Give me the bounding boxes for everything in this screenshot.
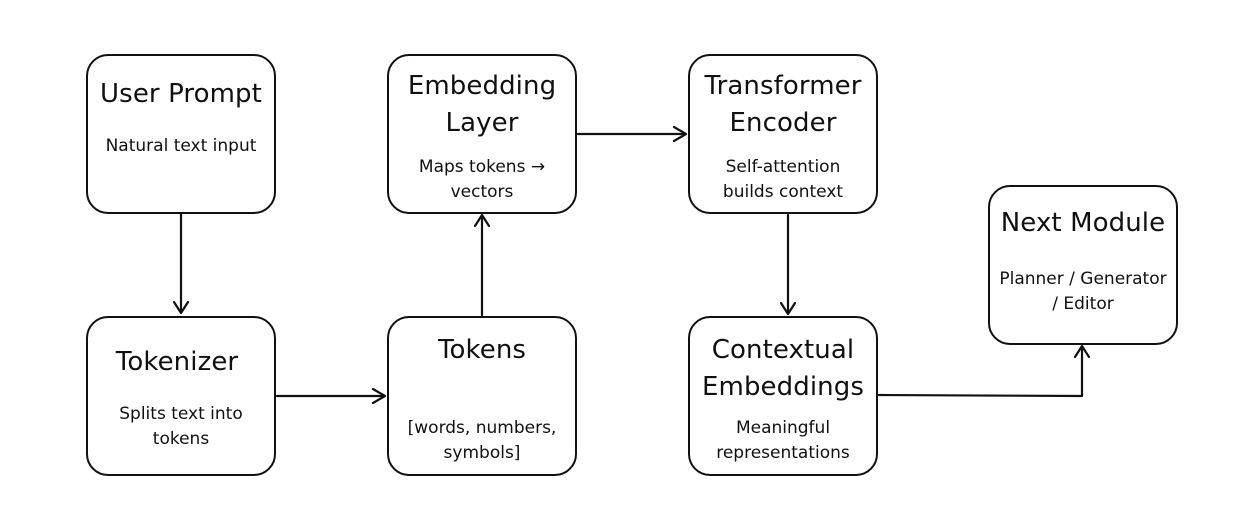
node-description: Planner / Generator / Editor xyxy=(999,269,1167,314)
node-description: Splits text into tokens xyxy=(119,404,243,449)
arrowhead-tokens xyxy=(371,387,387,405)
arrowhead-tokenizer xyxy=(172,300,190,315)
node-next-module: Next Module Planner / Generator / Editor xyxy=(988,185,1178,345)
node-description: Natural text input xyxy=(105,136,257,156)
node-description: Maps tokens → vectors xyxy=(418,157,546,202)
node-tokenizer: Tokenizer Splits text into tokens xyxy=(86,316,276,476)
node-title: Transformer Encoder xyxy=(704,71,862,138)
node-user-prompt: User Prompt Natural text input xyxy=(86,54,276,214)
arrowhead-transformer-encoder xyxy=(672,125,688,143)
arrowhead-embedding-layer xyxy=(473,213,491,228)
arrowhead-next-module xyxy=(1073,344,1091,359)
node-title: Next Module xyxy=(1000,208,1166,238)
arrowhead-contextual-embeddings xyxy=(779,301,797,316)
edge-contextual-to-next-module xyxy=(877,345,1084,398)
node-tokens: Tokens [words, numbers, symbols] xyxy=(387,316,577,476)
node-description: Self-attention builds context xyxy=(722,157,844,202)
node-transformer-encoder: Transformer Encoder Self-attention build… xyxy=(688,54,878,214)
node-title: User Prompt xyxy=(100,79,262,109)
node-contextual-embeddings: Contextual Embeddings Meaningful represe… xyxy=(688,316,878,476)
node-title: Tokens xyxy=(437,335,527,365)
node-description: [words, numbers, symbols] xyxy=(407,418,557,463)
node-embedding-layer: Embedding Layer Maps tokens → vectors xyxy=(387,54,577,214)
node-title: Embedding Layer xyxy=(407,71,557,138)
node-description: Meaningful representations xyxy=(716,418,850,463)
node-title: Contextual Embeddings xyxy=(701,335,864,402)
node-title: Tokenizer xyxy=(115,347,239,377)
